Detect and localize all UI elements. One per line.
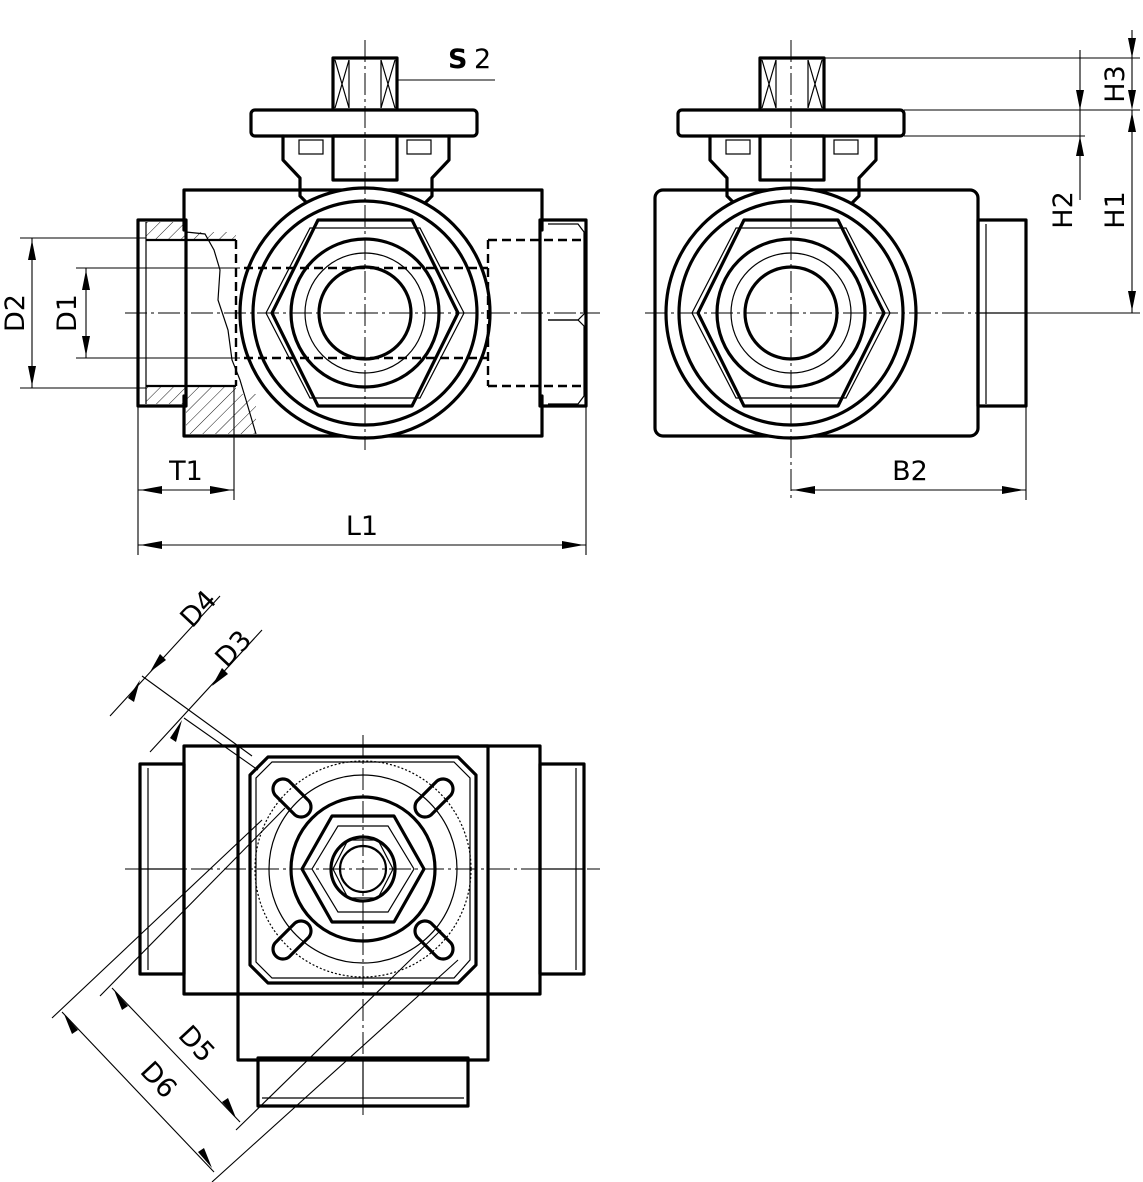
mounting-slot — [271, 919, 313, 961]
side-view — [645, 40, 1040, 500]
dim-label-t1: T1 — [168, 456, 203, 487]
dim-label-d4: D4 — [175, 585, 224, 634]
dim-label-d5: D5 — [172, 1020, 221, 1069]
dimensions: S 2 H3 H2 H1 D2 D1 — [0, 30, 1140, 1182]
dim-label-b2: B2 — [892, 456, 928, 487]
front-view — [125, 40, 600, 450]
dim-label-s2-number: 2 — [474, 44, 491, 75]
dim-label-d3: D3 — [210, 625, 259, 674]
mounting-slot — [271, 777, 313, 819]
dim-label-h2: H2 — [1048, 191, 1079, 228]
dim-label-d6: D6 — [134, 1056, 183, 1105]
top-view — [125, 735, 600, 1115]
dim-label-d2: D2 — [0, 294, 31, 332]
dim-label-h3: H3 — [1100, 65, 1131, 102]
dim-label-d1: D1 — [52, 294, 83, 332]
dim-label-l1: L1 — [346, 511, 378, 542]
mounting-slot — [413, 777, 455, 819]
dim-label-h1: H1 — [1100, 191, 1131, 228]
mounting-slot — [413, 919, 455, 961]
dim-label-s2-prefix: S — [448, 44, 467, 75]
